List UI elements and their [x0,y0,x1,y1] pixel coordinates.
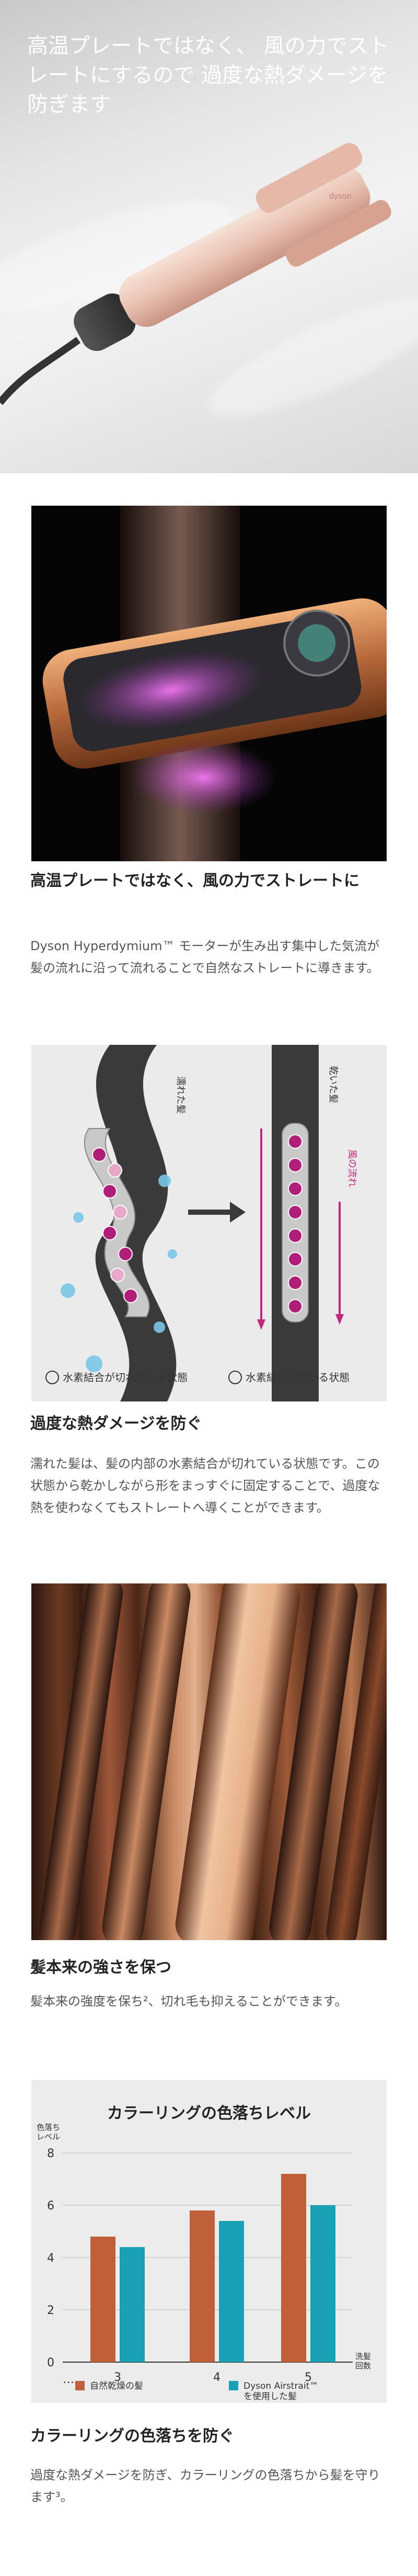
airflow-illustration [31,506,387,861]
chart-bar [310,2205,335,2362]
chart-bar [120,2247,145,2362]
damage-section-body: 濡れた髪は、髪の内部の水素結合が切れている状態です。この状態から乾かしながら形を… [30,1456,380,1515]
hair-strands-closeup [31,1583,387,1940]
damage-section-title: 過度な熱ダメージを防ぐ [30,1415,202,1433]
chart-legend-label: 自然乾燥の髪 [90,2381,143,2391]
strength-section-body: 髪本来の強度を保ち²、切れ毛も抑えることができます。 [30,1994,347,2009]
chart-x-tick-label: 5 [305,2371,312,2384]
chart-y-tick-label: 8 [47,2147,54,2160]
chart-x-tick-label: 4 [213,2371,220,2384]
chart-bar [281,2174,306,2362]
chart-x-tick-label: 3 [114,2371,121,2384]
strength-section-title: 髪本来の強さを保つ [30,1958,171,1977]
hero-banner: dyson 高温プレートではなく、 風の力でストレートにするので 過度な熱ダメー… [0,0,418,473]
chart-legend-label: Dyson Airstrait™を使用した髪 [243,2381,318,2402]
chart-y-tick-label: 0 [47,2356,54,2369]
color-fade-chart: カラーリングの色落ちレベル 色落ちレベル 洗髪回数 … 0 2 4 6 8 3 4 5 自然… [31,2080,387,2403]
svg-text:dyson: dyson [329,192,352,201]
chart-y-tick-label: 6 [47,2199,54,2213]
wet-hair-label: 濡れた髪 [175,1076,187,1114]
hero-title: 高温プレートではなく、 風の力でストレートにするので 過度な熱ダメージを防ぎます [27,34,389,117]
chart-axis-break: … [63,2373,74,2386]
dry-hair-label: 乾いた髪 [328,1066,339,1103]
airflow-section-body: Dyson Hyperdymium™ モーターが生み出す集中した気流が髪の流れに… [30,939,380,975]
color-section-title: カラーリングの色落ちを防ぐ [30,2427,234,2445]
hydrogen-bond-diagram: 濡れた髪 乾いた髪 風の流れ 水素結合が切れている状態 水素結合している状態 [31,1045,387,1401]
hero-product-image: dyson [0,143,391,405]
chart-y-axis-label: 色落ちレベル [37,2123,60,2141]
color-fade-chart-svg: カラーリングの色落ちレベル 色落ちレベル 洗髪回数 … 0 2 4 6 8 3 4 5 自然… [37,2104,371,2402]
broken-bond-icon [45,1371,59,1384]
chart-title: カラーリングの色落ちレベル [107,2104,311,2123]
legend-broken-bond: 水素結合が切れている状態 [63,1371,188,1384]
chart-bar [190,2210,215,2362]
legend-bonded: 水素結合している状態 [246,1371,350,1384]
chart-bar [90,2237,115,2362]
bonded-icon [228,1371,242,1384]
color-section-body: 過度な熱ダメージを防ぎ、カラーリングの色落ちから髪を守ります³。 [30,2468,380,2504]
airflow-section-title: 高温プレートではなく、風の力でストレートに [30,872,359,890]
chart-y-tick-label: 2 [47,2304,54,2317]
chart-x-axis-label: 洗髪回数 [355,2352,371,2370]
hydrogen-bond-diagram-art: 濡れた髪 乾いた髪 風の流れ 水素結合が切れている状態 水素結合している状態 [45,1045,357,1401]
chart-legend-swatch [229,2381,238,2390]
wind-flow-label: 風の流れ [346,1149,357,1187]
chart-legend-swatch [75,2381,85,2390]
chart-bar [219,2221,244,2362]
chart-y-tick-label: 4 [47,2252,54,2265]
airflow-illustration-art [42,506,387,861]
